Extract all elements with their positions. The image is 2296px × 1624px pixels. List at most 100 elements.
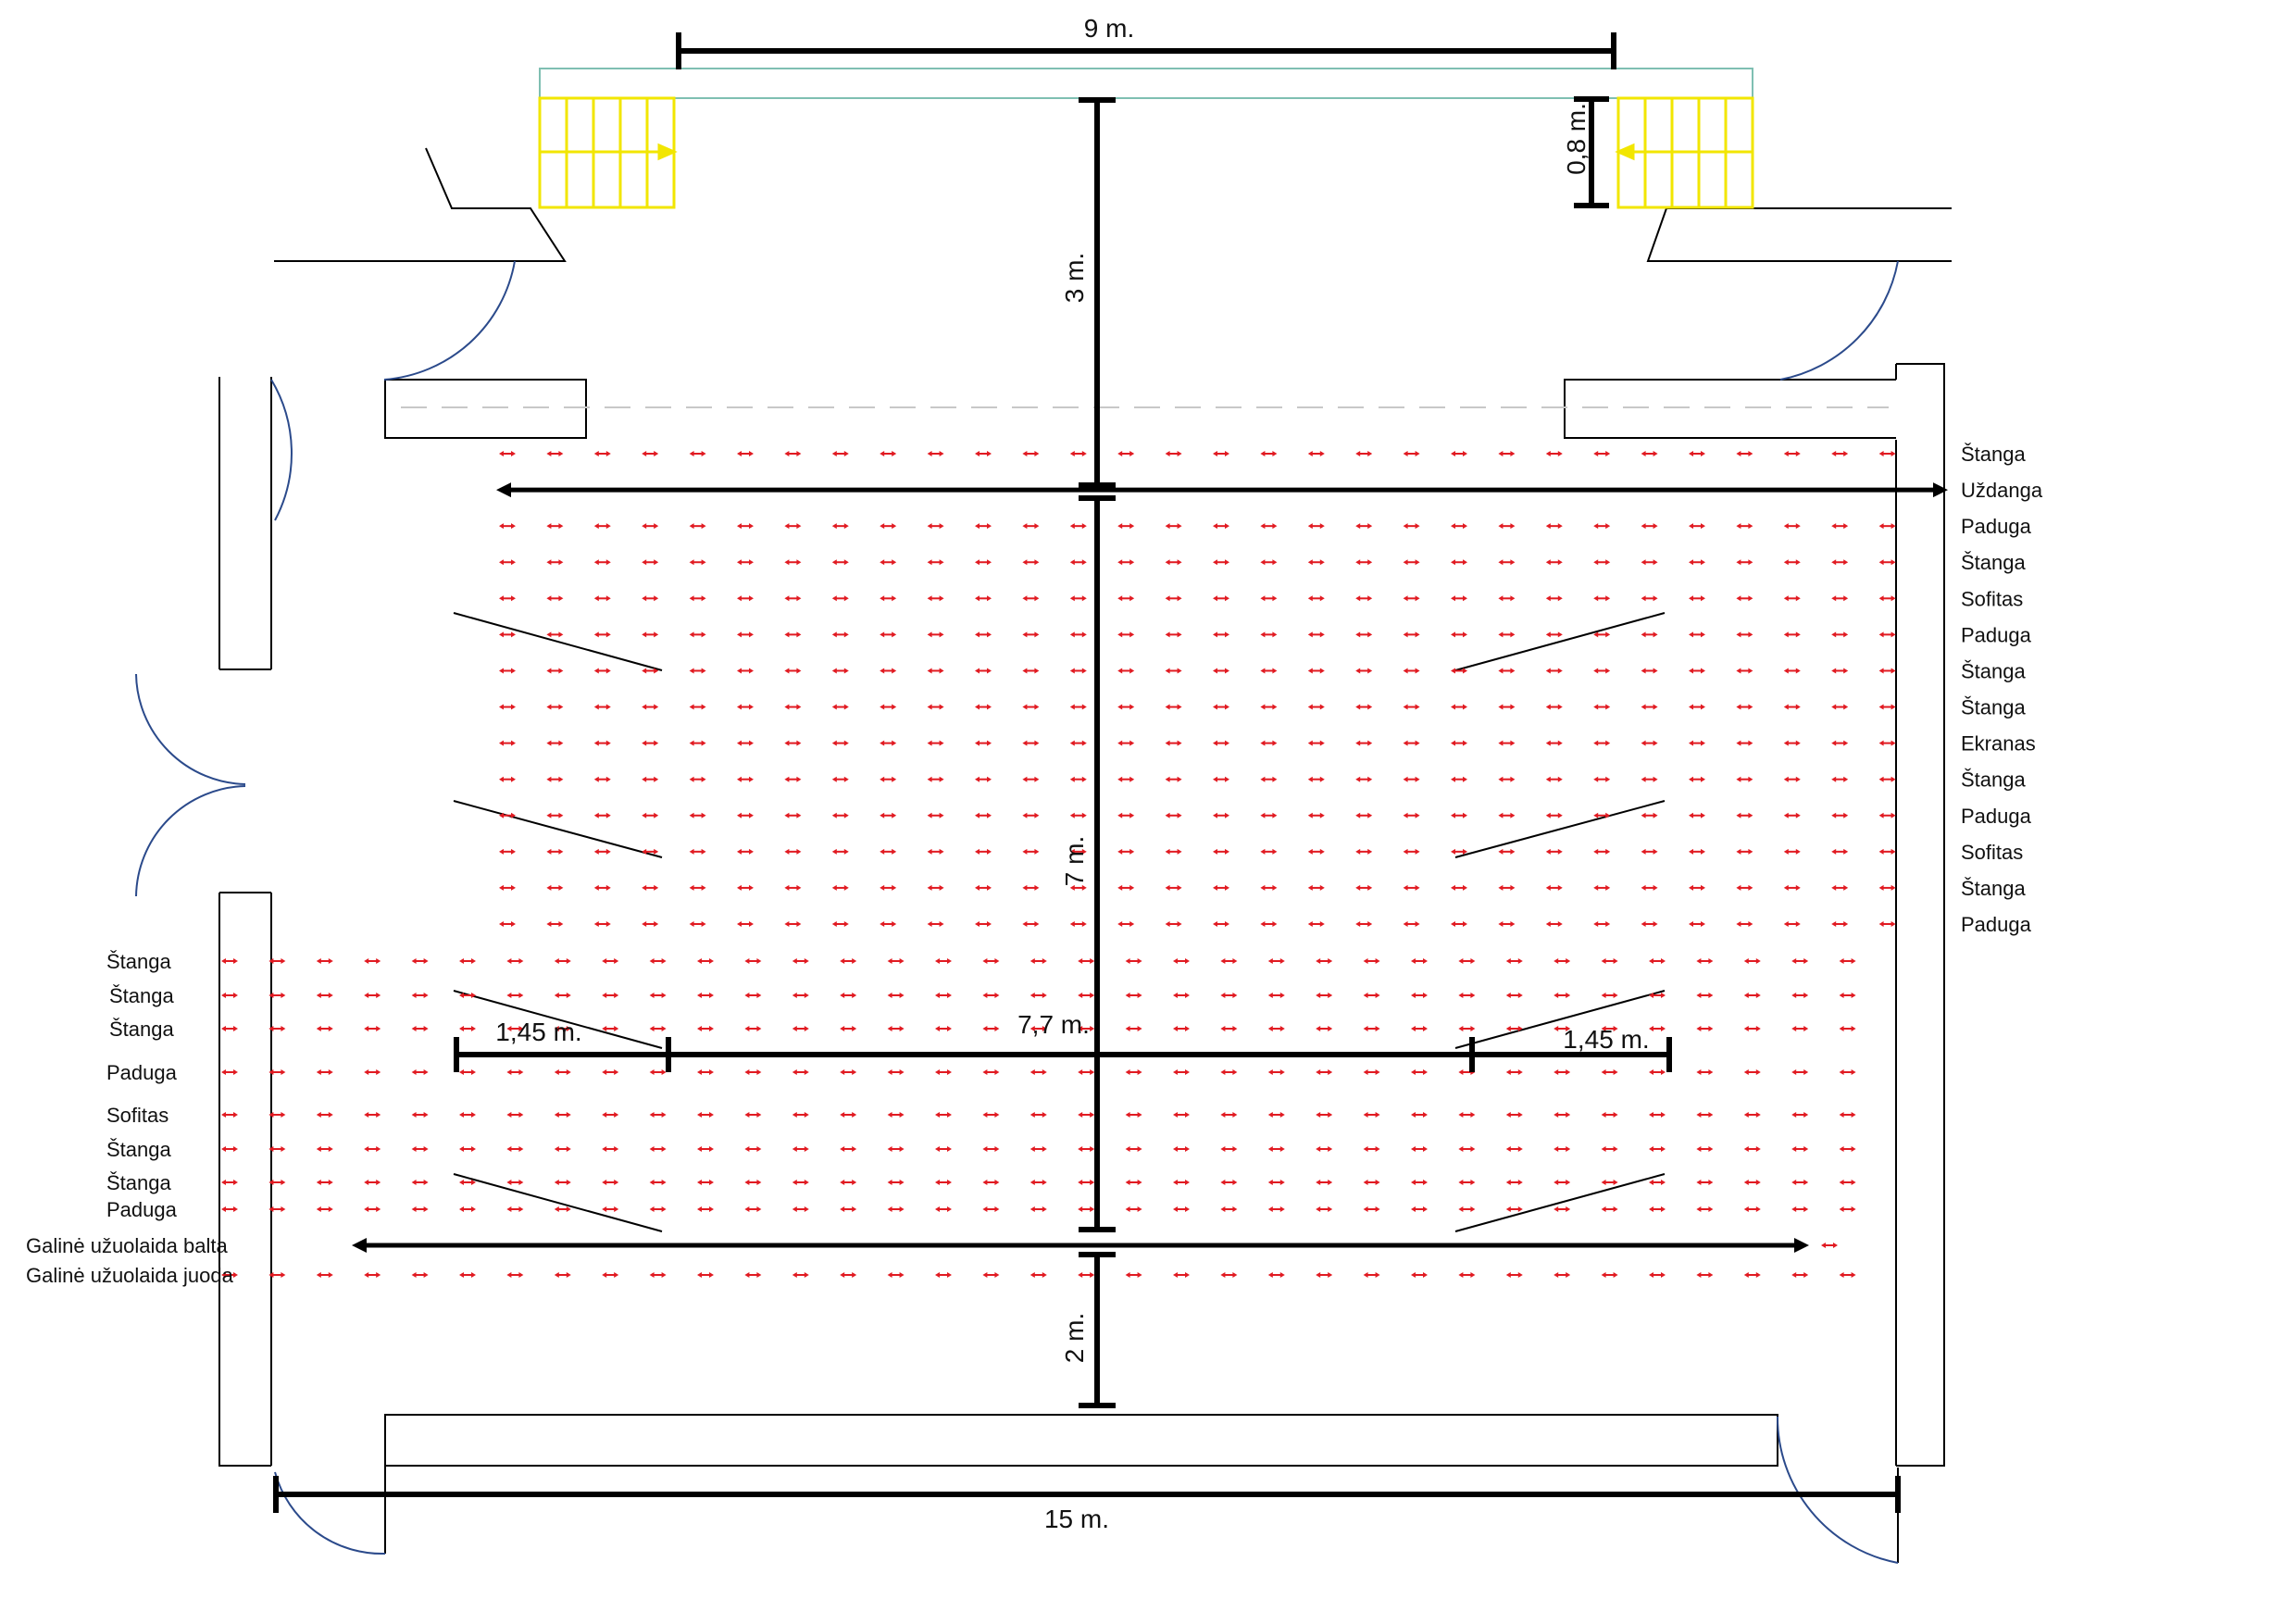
batten-arrow xyxy=(982,1069,1000,1075)
batten-row-upper xyxy=(499,776,1896,782)
batten-arrow xyxy=(1307,595,1325,602)
batten-row-upper xyxy=(499,848,1896,855)
batten-arrow xyxy=(831,848,849,855)
batten-arrow xyxy=(1498,451,1516,456)
batten-row-upper xyxy=(499,884,1896,891)
batten-arrow xyxy=(593,848,611,855)
batten-label-upper: Štanga xyxy=(1961,877,2026,900)
batten-arrow xyxy=(1505,1069,1523,1075)
batten-arrow xyxy=(316,1112,333,1118)
batten-arrow xyxy=(1649,1180,1666,1185)
batten-arrow xyxy=(1696,1069,1714,1075)
batten-arrow xyxy=(1355,740,1373,746)
batten-arrow xyxy=(499,704,516,710)
batten-arrow xyxy=(1458,958,1476,964)
stage-front-edge xyxy=(539,68,1753,99)
batten-arrow xyxy=(982,1026,1000,1031)
curtain-line-lower xyxy=(352,1238,1809,1253)
batten-arrow xyxy=(546,631,564,638)
batten-arrow xyxy=(316,1026,333,1031)
batten-arrow xyxy=(1267,1069,1285,1075)
batten-arrow xyxy=(1069,704,1087,710)
batten-row-upper xyxy=(499,559,1896,566)
batten-arrow xyxy=(689,595,706,602)
batten-arrow xyxy=(593,631,611,638)
batten-arrow xyxy=(316,1180,333,1185)
batten-arrow xyxy=(1022,631,1040,638)
batten-arrow xyxy=(1069,595,1087,602)
batten-arrow xyxy=(649,993,667,998)
batten-arrow xyxy=(1451,704,1467,710)
batten-arrow xyxy=(1878,631,1896,638)
batten-arrow xyxy=(1736,559,1753,566)
batten-arrow xyxy=(1173,958,1190,964)
batten-arrow xyxy=(1641,740,1658,746)
batten-arrow xyxy=(982,1272,1000,1278)
batten-arrow xyxy=(975,668,992,674)
batten-arrow xyxy=(1173,1146,1190,1152)
batten-arrow xyxy=(1117,740,1135,746)
batten-arrow xyxy=(1355,451,1373,456)
batten-arrow xyxy=(546,668,564,674)
bottom-wall-block xyxy=(384,1414,1778,1467)
batten-arrow xyxy=(1078,1069,1095,1075)
batten-arrow xyxy=(880,631,897,638)
curtain-lines xyxy=(352,482,1948,1253)
batten-arrow xyxy=(1458,1026,1476,1031)
batten-arrow xyxy=(1689,848,1705,855)
batten-arrow xyxy=(831,559,849,566)
batten-arrow xyxy=(1791,1026,1809,1031)
batten-arrow xyxy=(1878,523,1896,530)
batten-arrow xyxy=(1821,1243,1838,1248)
batten-arrow xyxy=(887,1069,905,1075)
batten-arrow xyxy=(1316,1069,1333,1075)
batten-arrow xyxy=(1260,523,1278,530)
batten-label-lower: Paduga xyxy=(106,1198,178,1221)
batten-arrow xyxy=(1593,776,1611,782)
batten-arrow xyxy=(1831,776,1849,782)
batten-arrow xyxy=(697,1146,714,1152)
batten-arrow xyxy=(880,451,897,456)
batten-arrow xyxy=(927,740,944,746)
batten-arrow xyxy=(1831,668,1849,674)
batten-arrow xyxy=(1165,921,1182,927)
batten-arrow xyxy=(1505,993,1523,998)
batten-arrow xyxy=(1411,1146,1428,1152)
batten-row-upper xyxy=(499,812,1896,818)
batten-arrow xyxy=(1260,740,1278,746)
batten-label-upper: Sofitas xyxy=(1961,841,2023,864)
batten-arrow xyxy=(1505,958,1523,964)
door-arc-bottom-left xyxy=(274,1471,386,1555)
batten-arrow xyxy=(935,993,952,998)
batten-arrow xyxy=(1783,812,1801,818)
batten-arrow xyxy=(1736,631,1753,638)
batten-arrow xyxy=(1743,1026,1761,1031)
batten-arrow xyxy=(499,631,516,638)
batten-arrow xyxy=(1545,776,1563,782)
batten-arrow xyxy=(1458,1206,1476,1212)
batten-arrow xyxy=(1307,631,1325,638)
batten-arrow xyxy=(1220,993,1238,998)
batten-arrow xyxy=(649,1146,667,1152)
batten-arrow xyxy=(840,993,857,998)
batten-arrow xyxy=(1260,776,1278,782)
batten-arrow xyxy=(1505,1180,1523,1185)
batten-arrow xyxy=(1316,1146,1333,1152)
batten-arrow xyxy=(1267,993,1285,998)
batten-arrow xyxy=(1307,668,1325,674)
batten-arrow xyxy=(1022,595,1040,602)
batten-arrow xyxy=(1593,631,1611,638)
batten-arrow xyxy=(1498,848,1516,855)
batten-arrow xyxy=(1125,993,1142,998)
batten-arrow xyxy=(1736,668,1753,674)
batten-arrow xyxy=(1451,559,1467,566)
upper-batten-rows xyxy=(499,451,1896,927)
batten-arrow xyxy=(1791,1206,1809,1212)
batten-arrow xyxy=(784,740,802,746)
batten-arrow xyxy=(499,921,516,927)
batten-arrow xyxy=(1601,1180,1618,1185)
batten-arrow xyxy=(1498,812,1516,818)
batten-arrow xyxy=(1783,848,1801,855)
batten-arrow xyxy=(602,1026,619,1031)
